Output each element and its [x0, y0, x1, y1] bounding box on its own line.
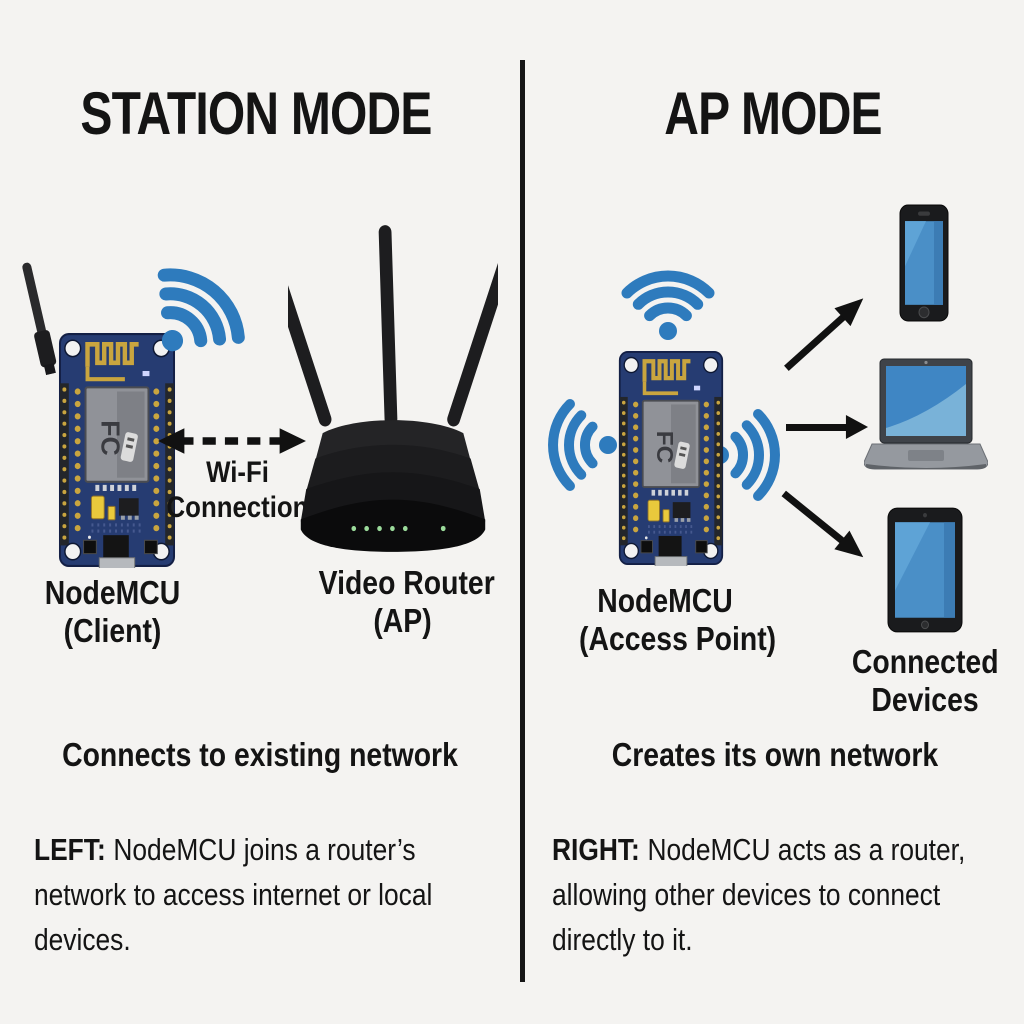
wifi-connection-label: Wi-Fi Connection — [158, 456, 317, 526]
station-description-text: NodeMCU joins a router’s network to acce… — [34, 832, 433, 957]
connected-devices-label: Connected Devices — [851, 643, 999, 718]
connected-devices-label-line1: Connected — [851, 643, 999, 680]
nodemcu-access-point-label: NodeMCU (Access Point) — [579, 582, 777, 657]
broadcast-waves-left-icon — [523, 395, 623, 495]
ap-description-text: NodeMCU acts as a router, allowing other… — [552, 832, 966, 957]
board-shield-marking: FC — [651, 431, 676, 464]
ap-mode-summary: Creates its own network — [611, 736, 939, 773]
connected-devices-label-line2: Devices — [871, 680, 979, 718]
nodemcu-access-point-label-line2: (Access Point) — [579, 619, 777, 657]
ap-mode-title: AP MODE — [664, 80, 882, 148]
wifi-signal-icon-station — [116, 226, 282, 392]
ap-description-lead: RIGHT: — [552, 832, 640, 867]
board-shield-marking: FC — [95, 420, 124, 456]
nodemcu-client-label-line2: (Client) — [63, 611, 162, 649]
smartphone-illustration — [898, 204, 950, 322]
station-mode-description: LEFT:NodeMCU joins a router’s network to… — [34, 828, 459, 963]
arrow-to-tablet — [776, 483, 872, 567]
station-mode-summary: Connects to existing network — [62, 736, 458, 773]
arrow-to-laptop — [786, 414, 868, 440]
arrow-to-phone — [777, 289, 872, 378]
ap-mode-description: RIGHT:NodeMCU acts as a router, allowing… — [552, 828, 977, 963]
video-router-label: Video Router (AP) — [318, 564, 495, 639]
video-router-label-line1: Video Router — [318, 564, 495, 601]
nodemcu-access-point-label-line1: NodeMCU — [597, 582, 733, 619]
nodemcu-board-access-point: FC — [618, 350, 724, 566]
external-antenna-icon — [9, 259, 68, 378]
video-router-label-line2: (AP) — [373, 601, 432, 639]
section-divider — [520, 60, 525, 982]
wifi-signal-icon-ap-top — [618, 246, 718, 346]
nodemcu-client-label: NodeMCU (Client) — [37, 574, 188, 649]
station-mode-title: STATION MODE — [80, 80, 432, 148]
broadcast-waves-right-icon — [705, 405, 805, 505]
nodemcu-client-label-line1: NodeMCU — [44, 574, 181, 611]
bidirectional-dashed-arrow — [156, 424, 308, 458]
laptop-illustration — [864, 358, 988, 476]
tablet-illustration — [886, 506, 964, 634]
wifi-connection-label-line2: Connection — [166, 490, 309, 524]
router-illustration — [288, 225, 498, 560]
station-description-lead: LEFT: — [34, 832, 106, 867]
wifi-connection-label-line1: Wi-Fi — [206, 456, 269, 489]
